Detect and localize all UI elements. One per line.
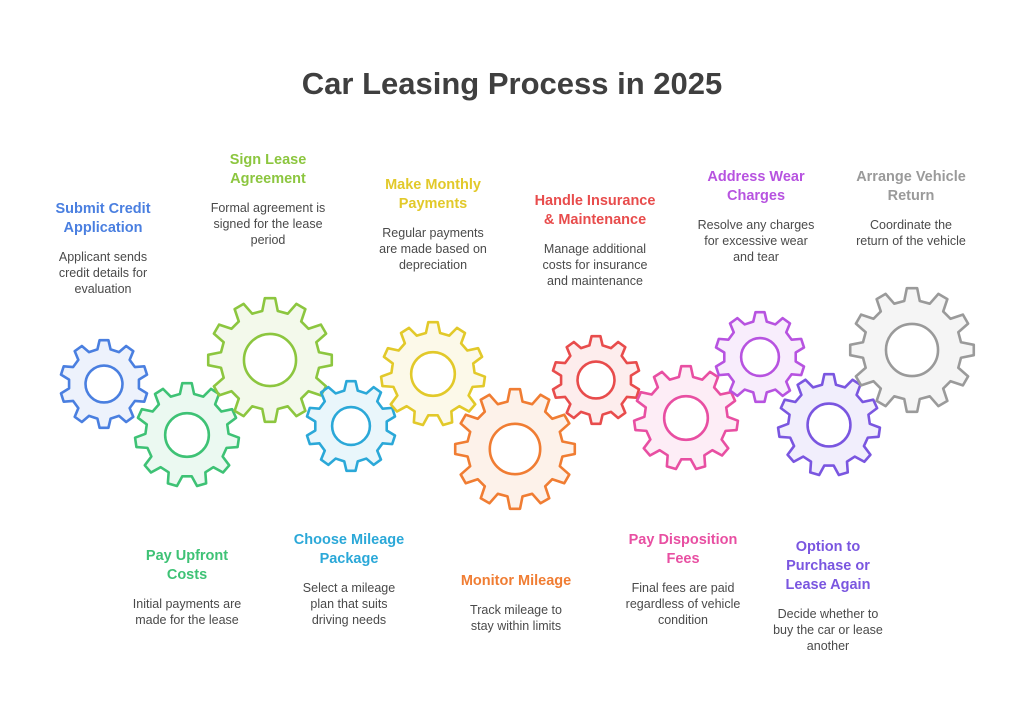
step-description: Coordinate the return of the vehicle	[856, 218, 966, 248]
gear-9-icon	[714, 310, 806, 404]
step-description: Regular payments are made based on depre…	[379, 226, 487, 272]
step-pay-upfront-costs: Pay Upfront Costs Initial payments are m…	[112, 547, 262, 628]
step-pay-disposition-fees: Pay Disposition Fees Final fees are paid…	[604, 531, 762, 628]
gear-7-icon	[551, 334, 641, 426]
step-title: Handle Insurance & Maintenance	[534, 193, 656, 228]
gear-hub	[84, 364, 124, 404]
gear-hub	[806, 402, 852, 448]
gear-hub	[488, 422, 542, 476]
step-description: Applicant sends credit details for evalu…	[58, 250, 148, 296]
step-option-to-purchase-or-lease-again: Option to Purchase or Lease Again Decide…	[752, 538, 904, 654]
gear-11-icon	[848, 286, 976, 414]
gear-hub	[330, 405, 372, 447]
gear-10-icon	[776, 372, 882, 477]
step-handle-insurance-maintenance: Handle Insurance & Maintenance Manage ad…	[516, 192, 674, 289]
step-address-wear-charges: Address Wear Charges Resolve any charges…	[677, 168, 835, 265]
gear-hub	[163, 411, 211, 459]
step-title: Choose Mileage Package	[293, 532, 405, 567]
step-title: Submit Credit Application	[55, 201, 151, 236]
step-description: Decide whether to buy the car or lease a…	[773, 607, 883, 653]
step-description: Resolve any charges for excessive wear a…	[697, 218, 815, 264]
step-description: Select a mileage plan that suits driving…	[302, 581, 396, 627]
gear-hub	[662, 394, 710, 442]
gear-hub	[576, 360, 616, 400]
gear-6-icon	[453, 387, 577, 511]
gear-8-icon	[632, 364, 740, 471]
gear-4-icon	[305, 379, 397, 473]
step-title: Address Wear Charges	[707, 169, 805, 204]
step-monitor-mileage: Monitor Mileage Track mileage to stay wi…	[438, 572, 594, 634]
gear-3-icon	[206, 296, 334, 424]
step-title: Make Monthly Payments	[385, 177, 481, 212]
gear-hub	[242, 332, 298, 388]
step-title: Pay Upfront Costs	[145, 548, 229, 583]
step-title: Sign Lease Agreement	[229, 152, 307, 187]
step-submit-credit-application: Submit Credit Application Applicant send…	[42, 200, 164, 297]
step-description: Initial payments are made for the lease	[132, 597, 242, 627]
step-description: Track mileage to stay within limits	[470, 603, 562, 633]
gear-hub	[409, 350, 457, 398]
step-title: Monitor Mileage	[460, 573, 572, 589]
step-arrange-vehicle-return: Arrange Vehicle Return Coordinate the re…	[834, 168, 988, 249]
step-description: Formal agreement is signed for the lease…	[210, 201, 326, 247]
step-make-monthly-payments: Make Monthly Payments Regular payments a…	[358, 176, 508, 273]
step-title: Arrange Vehicle Return	[856, 169, 966, 204]
gear-hub	[739, 336, 781, 378]
step-choose-mileage-package: Choose Mileage Package Select a mileage …	[274, 531, 424, 628]
gear-5-icon	[379, 320, 487, 427]
step-title: Pay Disposition Fees	[628, 532, 738, 567]
step-description: Manage additional costs for insurance an…	[542, 242, 648, 288]
step-description: Final fees are paid regardless of vehicl…	[625, 581, 741, 627]
gear-1-icon	[59, 338, 149, 430]
page-title: Car Leasing Process in 2025	[301, 66, 723, 101]
gear-hub	[884, 322, 940, 378]
step-sign-lease-agreement: Sign Lease Agreement Formal agreement is…	[193, 151, 343, 248]
step-title: Option to Purchase or Lease Again	[785, 539, 871, 593]
gear-2-icon	[133, 381, 241, 488]
